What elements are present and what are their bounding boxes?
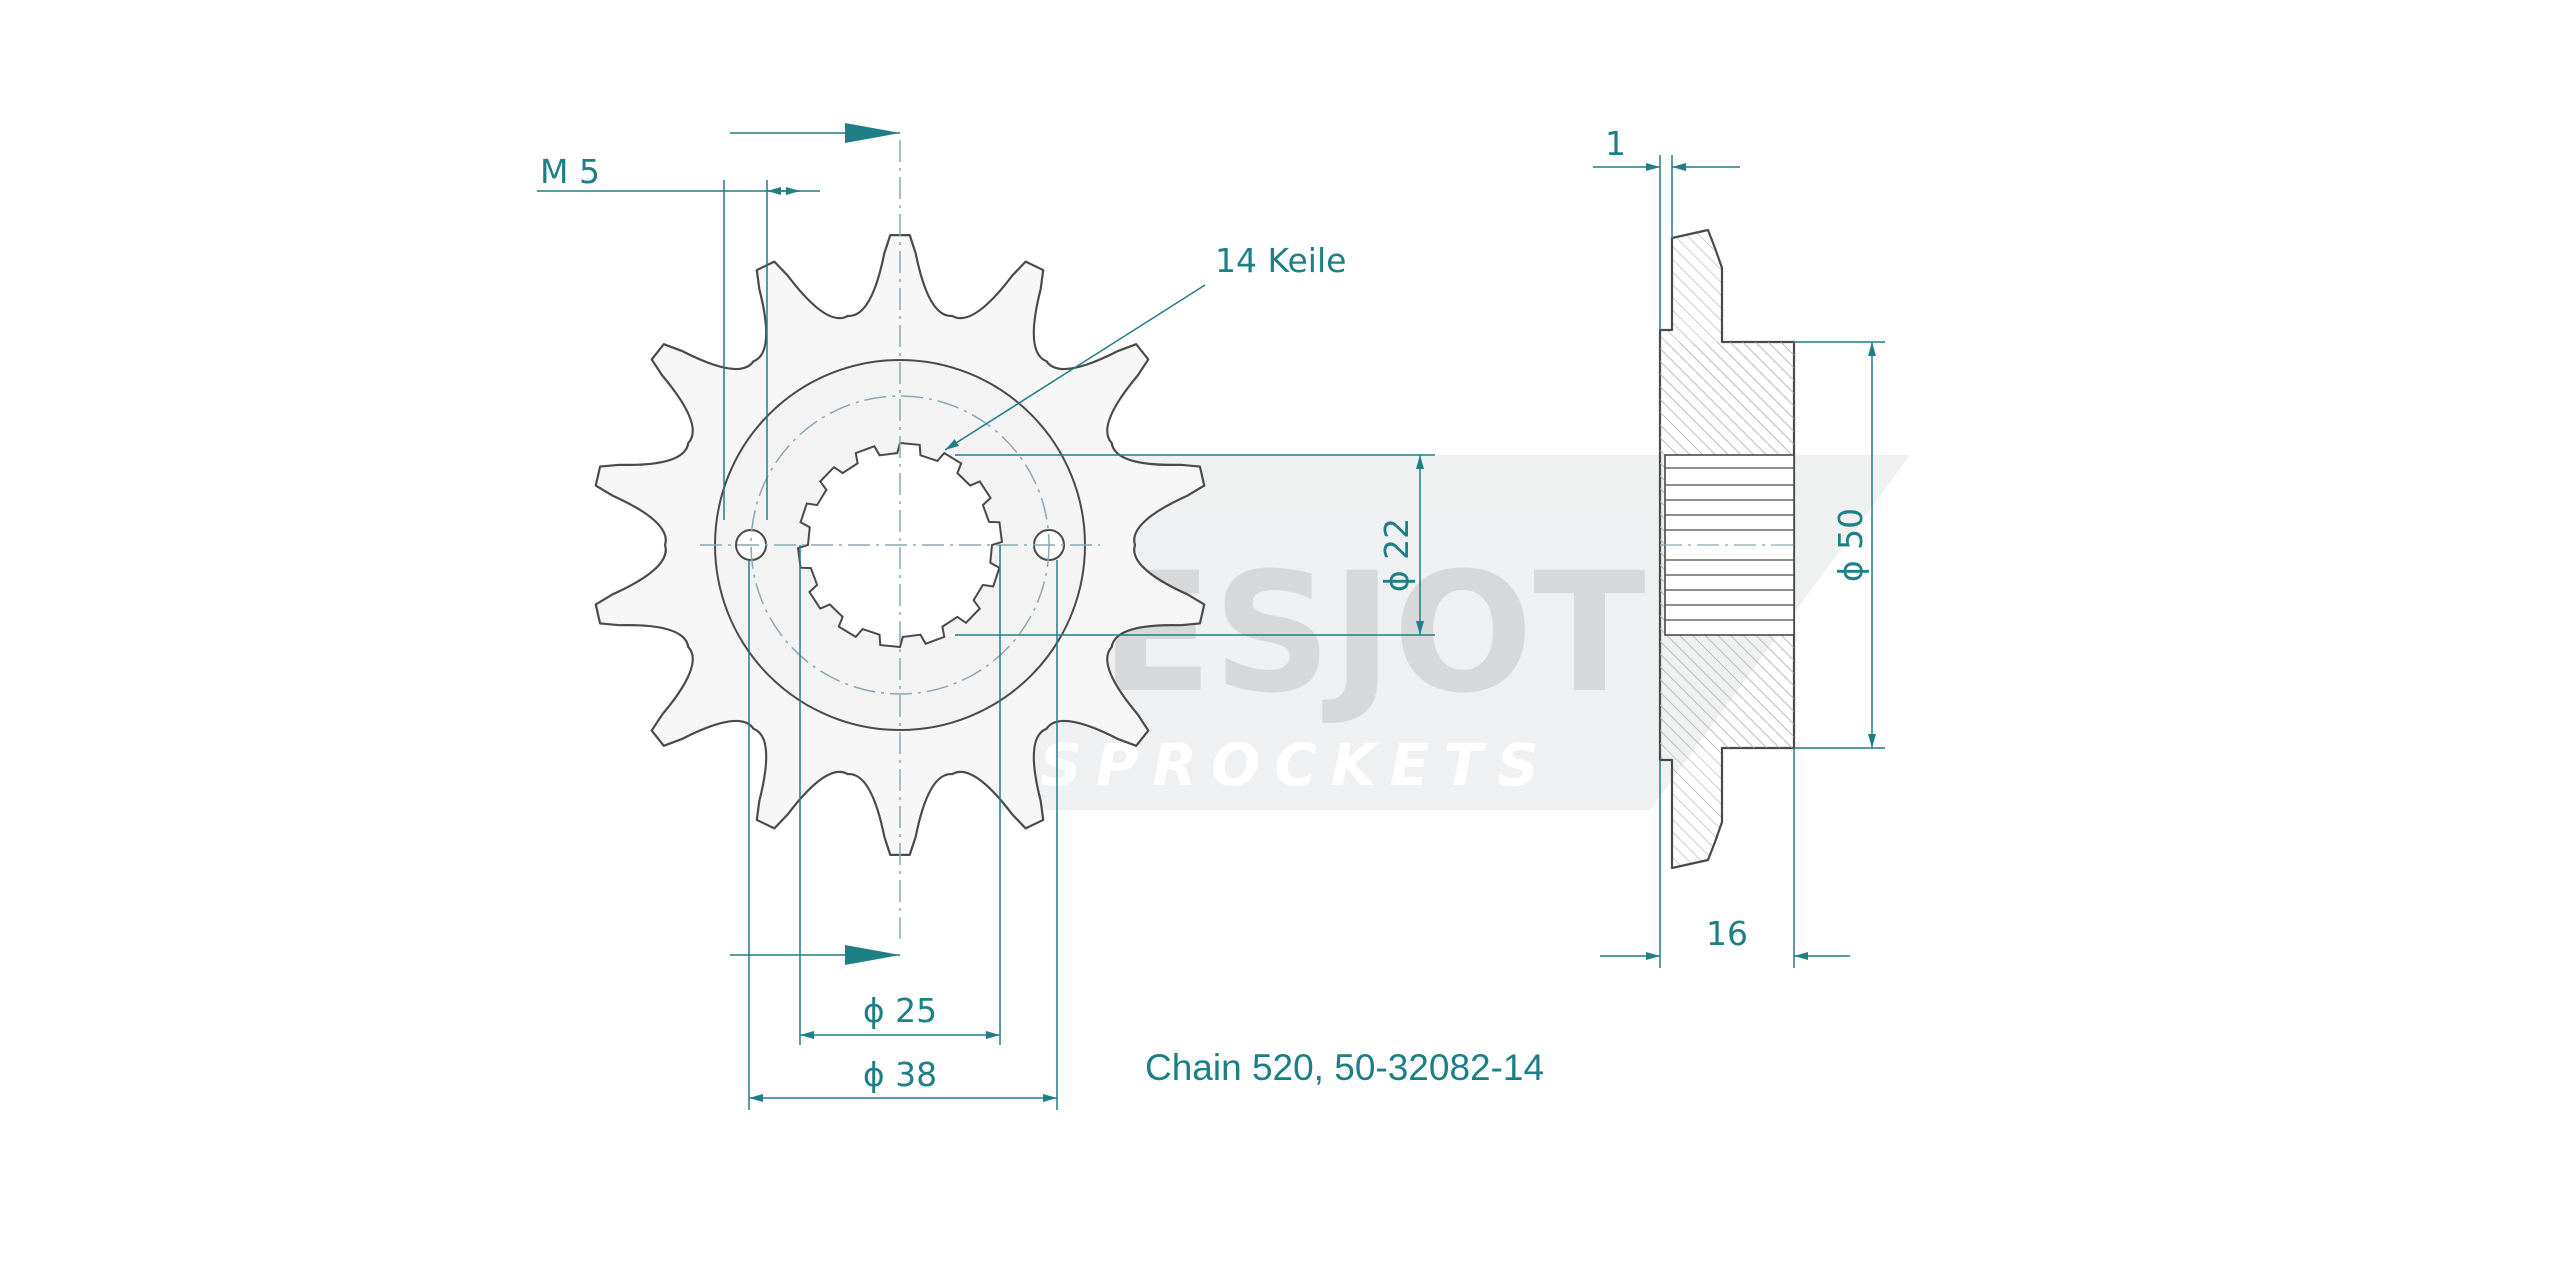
width-label: 16 bbox=[1706, 914, 1748, 953]
centerlines bbox=[700, 140, 1100, 945]
watermark-brand: ESJOT bbox=[1100, 537, 1646, 729]
splines-label: 14 Keile bbox=[1215, 241, 1346, 280]
part-caption: Chain 520, 50-32082-14 bbox=[1145, 1047, 1544, 1088]
sprocket-side-view bbox=[1658, 228, 1796, 870]
offset-label: 1 bbox=[1605, 124, 1626, 163]
front-dimension-labels: M 5 14 Keile ϕ 22 ϕ 25 ϕ 38 bbox=[540, 152, 1416, 1094]
bore-diameter-label: ϕ 22 bbox=[1377, 518, 1416, 592]
sprocket-front-view bbox=[594, 140, 1206, 945]
hub-diameter-label: ϕ 25 bbox=[863, 991, 937, 1030]
side-bore-lines bbox=[1665, 467, 1794, 621]
side-diameter-label: ϕ 50 bbox=[1831, 508, 1870, 582]
side-dimension-labels: 1 ϕ 50 16 bbox=[1605, 124, 1870, 953]
side-dimensions bbox=[1593, 155, 1885, 968]
watermark-sub: SPROCKETS bbox=[1040, 731, 1553, 799]
thread-label: M 5 bbox=[540, 152, 600, 191]
bolt-circle-diameter-label: ϕ 38 bbox=[863, 1055, 937, 1094]
front-dimensions bbox=[537, 123, 1435, 1110]
